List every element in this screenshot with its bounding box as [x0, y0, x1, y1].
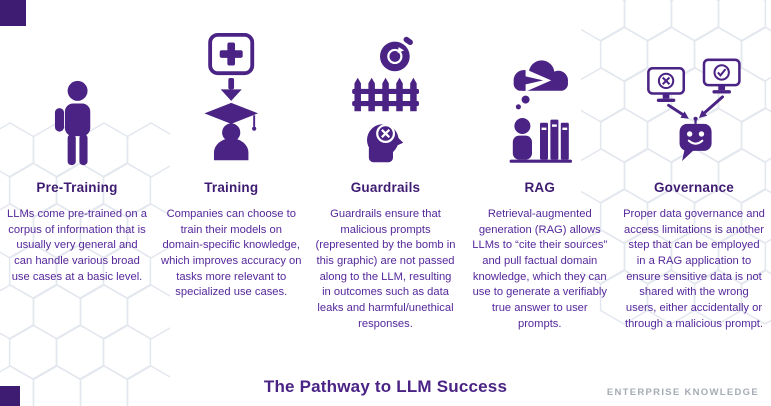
brand-wordmark: ENTERPRISE KNOWLEDGE: [606, 387, 759, 398]
guardrails-heading: Guardrails: [350, 180, 421, 195]
chatbot-icon: [679, 116, 712, 161]
rag-heading: RAG: [524, 180, 556, 195]
person-icon: [512, 118, 532, 160]
column-governance: Governance Proper data governance and ac…: [623, 12, 765, 332]
governance-icon-area: [645, 12, 743, 166]
fence-icon: [352, 77, 419, 112]
graduate-icon: [204, 102, 259, 161]
corner-accent-top-left: [0, 0, 26, 26]
allowed-monitor-icon: [702, 58, 741, 94]
governance-heading: Governance: [653, 180, 735, 195]
governance-icon-group: [647, 58, 741, 161]
down-arrow-icon: [220, 77, 242, 101]
rag-body: Retrieval-augmented generation (RAG) all…: [472, 208, 608, 330]
page-title: The Pathway to LLM Success: [263, 377, 508, 396]
governance-body: Proper data governance and access limita…: [623, 208, 765, 330]
bomb-icon: [379, 36, 413, 72]
pre-training-body: LLMs come pre-trained on a corpus of inf…: [7, 208, 147, 283]
column-pre-training: Pre-Training LLMs come pre-trained on a …: [6, 12, 148, 332]
pre-training-heading: Pre-Training: [36, 180, 118, 195]
blocked-head-icon: [366, 124, 404, 163]
thought-cloud-plane-icon: [513, 60, 568, 110]
backpacker-person-icon: [55, 80, 91, 166]
training-icon-area: [191, 12, 271, 166]
column-rag: RAG Retrieval-augmented generation (RAG)…: [469, 12, 611, 332]
books-icon: [509, 119, 572, 163]
corner-accent-bottom-left: [0, 386, 20, 406]
guardrails-icon-group: [352, 36, 419, 163]
pre-training-icon-area: [45, 12, 108, 166]
arrows-to-bot: [667, 95, 725, 119]
rag-icon-group: [509, 60, 572, 163]
paper-plane-icon: [525, 69, 551, 92]
guardrails-body: Guardrails ensure that malicious prompts…: [315, 208, 456, 330]
guardrails-icon-area: [341, 12, 430, 166]
training-body: Companies can choose to train their mode…: [160, 208, 302, 299]
column-guardrails: Guardrails Guardrails ensure that malici…: [315, 12, 457, 332]
training-icon-group: [204, 32, 259, 161]
blocked-monitor-icon: [647, 66, 686, 102]
knowledge-book-icon: [208, 32, 255, 76]
training-heading: Training: [204, 180, 259, 195]
column-training: Training Companies can choose to train t…: [160, 12, 302, 332]
infographic-columns: Pre-Training LLMs come pre-trained on a …: [6, 12, 765, 332]
rag-icon-area: [500, 12, 580, 166]
